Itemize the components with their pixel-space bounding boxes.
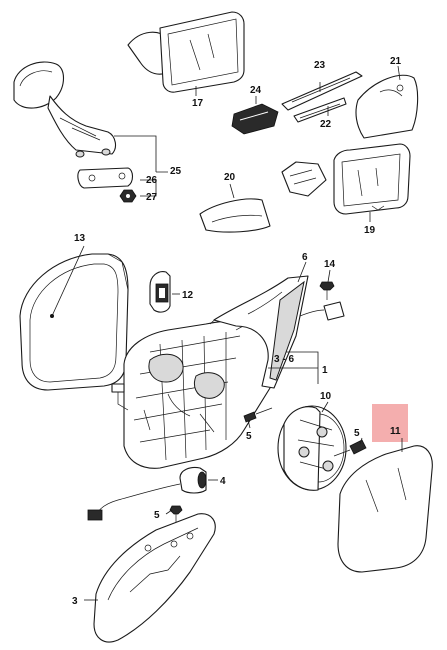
label-17: 17 — [192, 98, 204, 109]
part-22-cable-tie[interactable] — [293, 97, 347, 123]
label-20: 20 — [224, 172, 236, 183]
label-19: 19 — [364, 225, 376, 236]
label-21: 21 — [390, 56, 402, 67]
label-22: 22 — [320, 119, 332, 130]
part-5-screw-b[interactable] — [333, 439, 367, 457]
label-13: 13 — [74, 233, 86, 244]
part-1-mirror-base-assembly[interactable] — [111, 312, 280, 469]
part-24-module[interactable] — [231, 103, 279, 135]
part-6-frame-support[interactable] — [213, 275, 309, 389]
part-10-adjustment-motor[interactable] — [277, 405, 347, 491]
part-17-mirror-housing[interactable] — [127, 11, 245, 93]
connector-plug[interactable] — [299, 301, 345, 321]
part-3-lower-cover[interactable] — [93, 513, 216, 643]
part-21-cover-cap[interactable] — [355, 74, 419, 139]
label-5-b: 5 — [354, 428, 360, 439]
part-27-nut[interactable] — [119, 189, 137, 203]
label-5-c: 5 — [154, 510, 160, 521]
label-1: 1 — [322, 365, 328, 376]
label-5-a: 5 — [246, 431, 252, 442]
part-20-trim-cap[interactable] — [199, 198, 271, 233]
label-12: 12 — [182, 290, 194, 301]
label-10: 10 — [320, 391, 332, 402]
label-25: 25 — [170, 166, 182, 177]
label-14: 14 — [324, 259, 336, 270]
part-12-connector[interactable] — [149, 271, 171, 313]
label-24: 24 — [250, 85, 262, 96]
label-4: 4 — [220, 476, 226, 487]
part-23-strip[interactable] — [281, 71, 363, 111]
label-3: 3 — [72, 596, 78, 607]
part-25-mirror-arm-assembly[interactable] — [13, 61, 117, 158]
label-6: 6 — [302, 252, 308, 263]
label-23: 23 — [314, 60, 326, 71]
label-11: 11 — [390, 426, 401, 437]
highlight-box-11 — [372, 404, 408, 442]
part-14-screw[interactable] — [319, 281, 335, 300]
label-26: 26 — [146, 175, 158, 186]
part-4-sensor-cable[interactable] — [87, 466, 207, 521]
part-19-mirror-glass-unit[interactable] — [281, 143, 411, 215]
label-27: 27 — [146, 192, 158, 203]
part-26-gasket[interactable] — [77, 167, 134, 189]
label-3-6: 3 - 6 — [274, 354, 294, 365]
part-11-mirror-glass[interactable] — [337, 445, 433, 573]
part-13-mirror-housing-cover[interactable] — [19, 253, 129, 391]
part-5-screw-a[interactable] — [243, 407, 273, 423]
